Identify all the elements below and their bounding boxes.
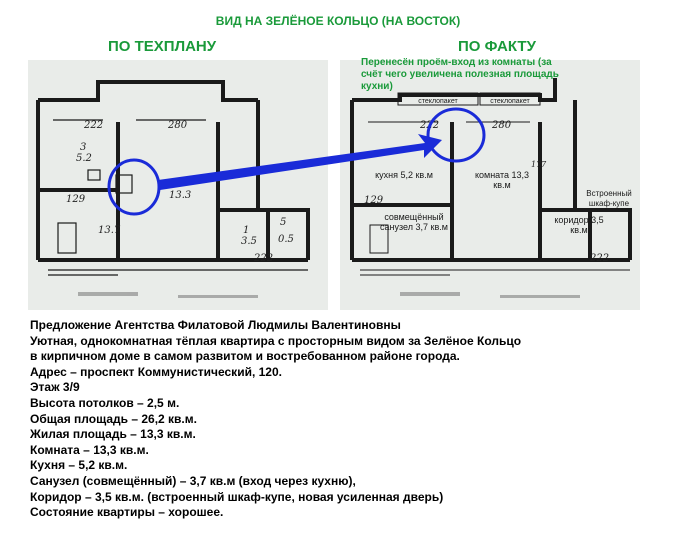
left-plan-heading: ПО ТЕХПЛАНУ: [108, 38, 217, 55]
left-closet-number: 5: [280, 217, 287, 228]
right-dim-side: 177: [531, 160, 547, 169]
description-line: Кухня – 5,2 кв.м.: [30, 458, 128, 473]
left-bath-area: 13.7: [98, 225, 121, 236]
left-closet-area: 0.5: [278, 234, 294, 245]
left-dim-top-left: 222: [84, 120, 104, 131]
description-line: Общая площадь – 26,2 кв.м.: [30, 411, 197, 426]
right-plan-drawing: [340, 60, 640, 310]
left-kitchen-area: 5.2: [76, 153, 92, 164]
description-line: Этаж 3/9: [30, 380, 80, 395]
left-dim-bath-width: 129: [66, 194, 86, 205]
description-line: Уютная, однокомнатная тёплая квартира с …: [30, 333, 522, 348]
left-dim-top-right: 280: [168, 120, 188, 131]
left-corridor-area: 3.5: [241, 236, 257, 247]
transfer-arrow-icon: [158, 134, 442, 190]
right-bathroom-label: совмещённый санузел 3,7 кв.м: [380, 212, 448, 232]
right-plan-heading: ПО ФАКТУ: [458, 38, 536, 55]
left-corridor-number: 1: [243, 225, 250, 236]
right-dim-bottom: 222: [590, 253, 610, 264]
right-dim-top-right: 280: [492, 120, 512, 131]
change-note: Перенесён проём-вход из комнаты (за счёт…: [361, 57, 559, 92]
right-corridor-label: коридор 3,5 кв.м: [554, 215, 604, 235]
left-dim-bottom: 222: [254, 253, 274, 264]
right-highlight-circle: [426, 107, 486, 163]
description-line: Коридор – 3,5 кв.м. (встроенный шкаф-куп…: [30, 489, 444, 504]
description-line: Предложение Агентства Филатовой Людмилы …: [30, 318, 401, 332]
description-line: Высота потолков – 2,5 м.: [30, 395, 180, 410]
page-title: ВИД НА ЗЕЛЁНОЕ КОЛЬЦО (НА ВОСТОК): [215, 14, 461, 28]
description-line: Санузел (совмещённый) – 3,7 кв.м (вход ч…: [30, 473, 356, 488]
left-kitchen-number: 3: [80, 142, 87, 153]
description-line: в кирпичном доме в самом развитом и вост…: [30, 349, 460, 364]
left-highlight-circle: [107, 158, 161, 216]
description-line: Адрес – проспект Коммунистический, 120.: [30, 364, 282, 379]
description-line: Комната – 13,3 кв.м.: [30, 442, 149, 457]
right-window-right-label: стеклопакет: [490, 98, 530, 105]
description-line: Жилая площадь – 13,3 кв.м.: [30, 427, 196, 442]
right-kitchen-label: кухня 5,2 кв.м: [375, 170, 433, 180]
listing-description: Предложение Агентства Филатовой Людмилы …: [30, 318, 660, 521]
left-room-area: 13.3: [169, 190, 192, 201]
description-line: Состояние квартиры – хорошее.: [30, 505, 224, 520]
right-wardrobe-label: Встроенный шкаф-купе: [586, 189, 632, 208]
right-dim-bath-width: 129: [364, 195, 384, 206]
right-window-left-label: стеклопакет: [418, 98, 458, 105]
annotation-overlay: [107, 107, 486, 216]
right-floor-plan: стеклопакет стеклопакет 222 280 кухня 5,…: [340, 60, 640, 310]
right-room-label: комната 13,3 кв.м: [474, 170, 530, 190]
